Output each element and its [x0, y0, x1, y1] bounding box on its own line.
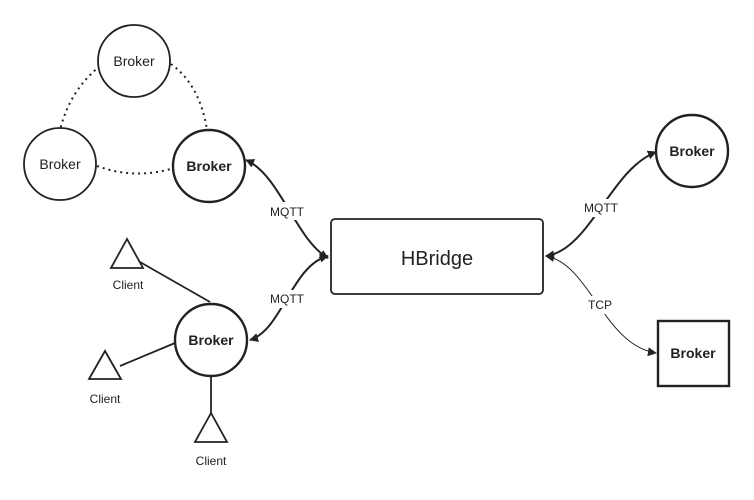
broker-cluster-main-shape — [171, 128, 247, 204]
edge-label-bg — [265, 202, 309, 220]
cluster-link-top-left — [59, 65, 101, 131]
hbridge-node[interactable]: HBridge — [330, 218, 544, 295]
broker-cluster-main[interactable]: Broker — [171, 128, 247, 204]
broker-cluster-left-label: Broker — [39, 156, 81, 172]
broker-tcp-box — [656, 319, 731, 388]
hbridge-label: HBridge — [401, 248, 473, 270]
edge-label-remote-mqtt: MQTT — [584, 201, 619, 215]
broker-local[interactable]: Broker — [173, 302, 249, 378]
client-link-top — [139, 261, 211, 303]
broker-cluster-top-shape — [97, 24, 171, 98]
edge-label-tcp: TCP — [588, 298, 612, 312]
broker-cluster-top-label: Broker — [113, 53, 155, 69]
broker-local-label: Broker — [188, 332, 234, 348]
broker-remote[interactable]: Broker — [654, 113, 730, 189]
broker-cluster-top[interactable]: Broker — [97, 24, 171, 98]
broker-cluster-main-label: Broker — [186, 158, 232, 174]
broker-tcp-label: Broker — [670, 345, 716, 361]
broker-local-shape — [173, 302, 249, 378]
edge-label-bg — [265, 290, 309, 308]
client-bottom[interactable]: Client — [193, 411, 229, 468]
cluster-link-left-main — [96, 165, 175, 175]
edge-label-local-mqtt: MQTT — [270, 292, 305, 306]
client-bottom-triangle — [193, 411, 229, 443]
client-bottom-label: Client — [196, 454, 227, 468]
client-left-triangle — [87, 349, 123, 380]
client-left[interactable]: Client — [87, 349, 123, 406]
broker-remote-shape — [654, 113, 730, 189]
edge-label-cluster-mqtt: MQTT — [270, 205, 305, 219]
edge-label-bg — [579, 199, 623, 217]
client-link-left — [119, 342, 176, 367]
cluster-link-top-main — [170, 63, 208, 131]
client-top-label: Client — [113, 278, 144, 292]
client-left-label: Client — [90, 392, 121, 406]
broker-cluster-left[interactable]: Broker — [23, 127, 97, 201]
edge-label-bg — [585, 296, 615, 314]
hbridge-box — [330, 218, 544, 295]
client-top-triangle — [109, 237, 145, 269]
broker-remote-label: Broker — [669, 143, 715, 159]
broker-cluster-left-shape — [23, 127, 97, 201]
broker-tcp[interactable]: Broker — [656, 319, 731, 388]
client-top[interactable]: Client — [109, 237, 145, 292]
